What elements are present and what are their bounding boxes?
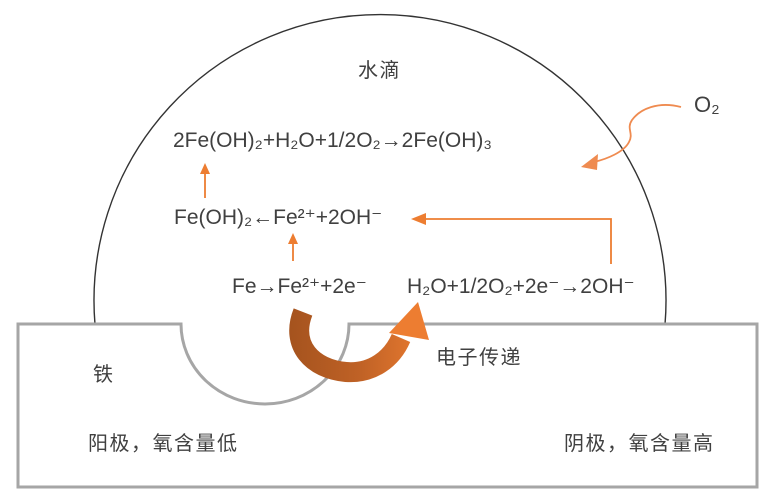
electron-transfer-arrow bbox=[289, 302, 429, 383]
rust-formation-equation: 2Fe(OH)₂+H₂O+1/2O₂→2Fe(OH)₃ bbox=[173, 129, 492, 152]
iron-block bbox=[16, 322, 759, 489]
anode-label: 阳极，氧含量低 bbox=[88, 433, 239, 455]
ferrous-up-arrow bbox=[288, 233, 298, 261]
cathode-label: 阴极，氧含量高 bbox=[564, 433, 715, 455]
iron-label: 铁 bbox=[93, 364, 115, 386]
oxygen-label: O₂ bbox=[694, 92, 720, 117]
hydroxide-formation-equation: Fe(OH)₂←Fe²⁺+2OH⁻ bbox=[174, 206, 383, 229]
oxygen-entry-arrow bbox=[581, 104, 682, 170]
hydroxide-return-arrow bbox=[411, 213, 612, 264]
electron-transfer-label: 电子传递 bbox=[436, 347, 522, 369]
water-droplet-label: 水滴 bbox=[358, 60, 401, 82]
water-droplet-outline bbox=[93, 13, 667, 325]
oxidation-up-arrow bbox=[200, 163, 210, 198]
anode-oxidation-equation: Fe→Fe²⁺+2e⁻ bbox=[232, 275, 367, 298]
cathode-reduction-equation: H₂O+1/2O₂+2e⁻→2OH⁻ bbox=[407, 275, 635, 298]
